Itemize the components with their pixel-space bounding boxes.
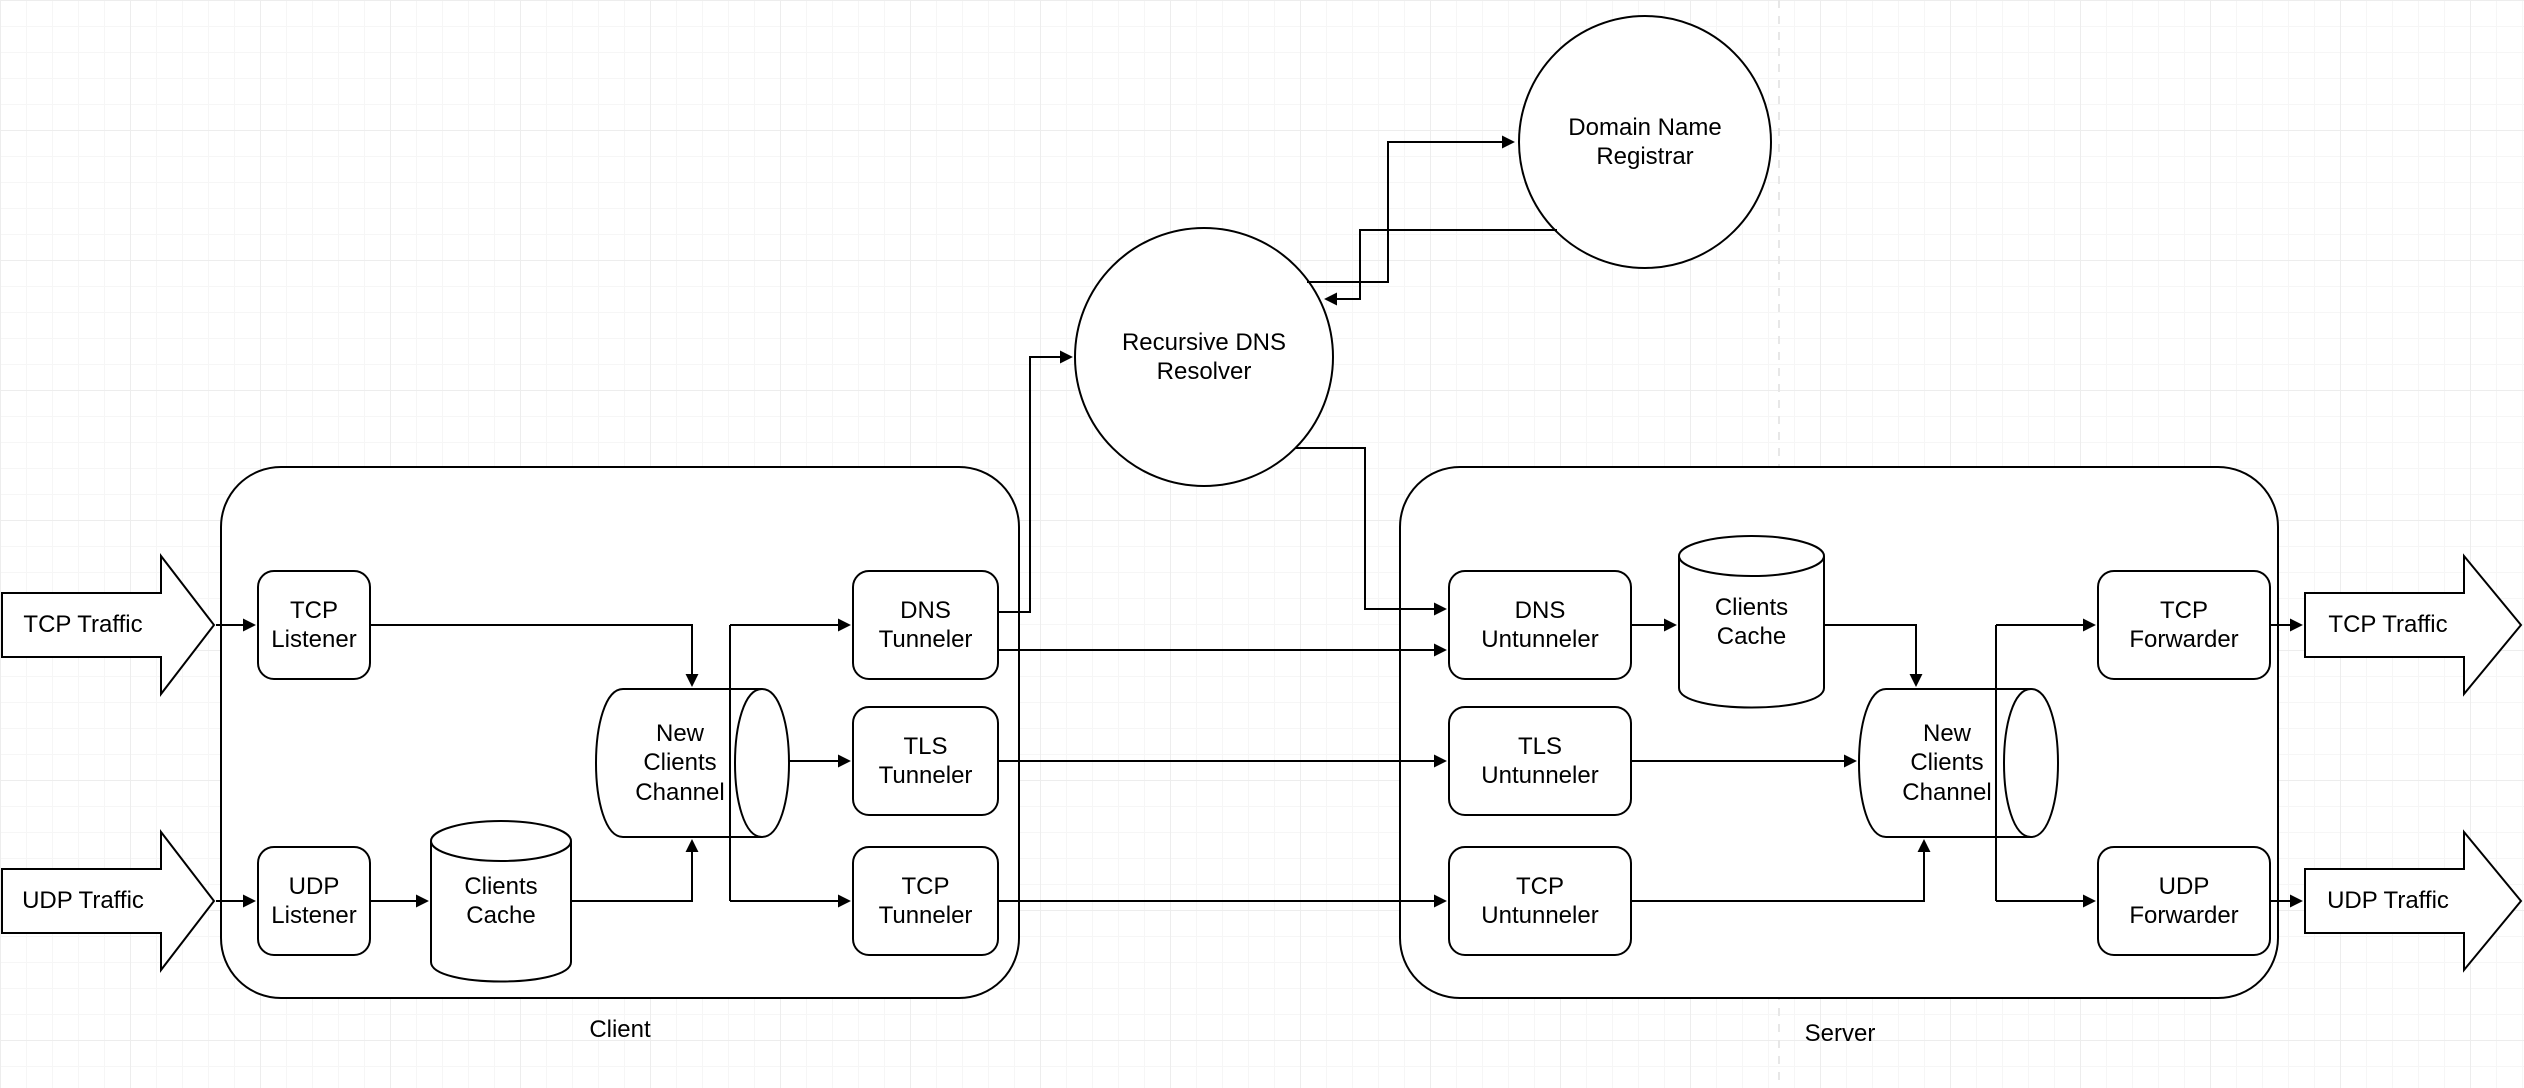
server-new-clients-channel-node xyxy=(1858,688,2059,838)
udp-listener-node xyxy=(257,846,371,956)
tcp-traffic-out-arrow xyxy=(2304,553,2523,697)
edge-resolver-to-dns-untunneler xyxy=(1296,447,1447,616)
edge-resolver-to-registrar xyxy=(1307,135,1515,283)
recursive-dns-resolver-node xyxy=(1074,227,1334,487)
client-clients-cache-node xyxy=(430,820,572,983)
edge-dns-tunneler-to-resolver xyxy=(998,350,1073,613)
domain-name-registrar-node xyxy=(1518,15,1772,269)
edge-tcp-untunneler-to-channel xyxy=(1631,839,1931,902)
edge-registrar-to-resolver xyxy=(1324,229,1557,306)
dns-tunneler-node xyxy=(852,570,999,680)
tcp-untunneler-node xyxy=(1448,846,1632,956)
client-new-clients-channel-node xyxy=(595,688,790,838)
server-clients-cache-node xyxy=(1678,535,1825,709)
edge-server-cache-to-channel xyxy=(1824,624,1923,687)
udp-traffic-in-arrow xyxy=(1,829,216,973)
udp-forwarder-node xyxy=(2097,846,2271,956)
tls-tunneler-node xyxy=(852,706,999,816)
dns-untunneler-node xyxy=(1448,570,1632,680)
edge-tcp-listener-to-channel xyxy=(370,624,699,687)
udp-traffic-out-arrow xyxy=(2304,829,2523,973)
tcp-listener-node xyxy=(257,570,371,680)
tcp-forwarder-node xyxy=(2097,570,2271,680)
tls-untunneler-node xyxy=(1448,706,1632,816)
tcp-traffic-in-arrow xyxy=(1,553,216,697)
tcp-tunneler-node xyxy=(852,846,999,956)
edge-clients-cache-to-channel xyxy=(571,839,699,902)
